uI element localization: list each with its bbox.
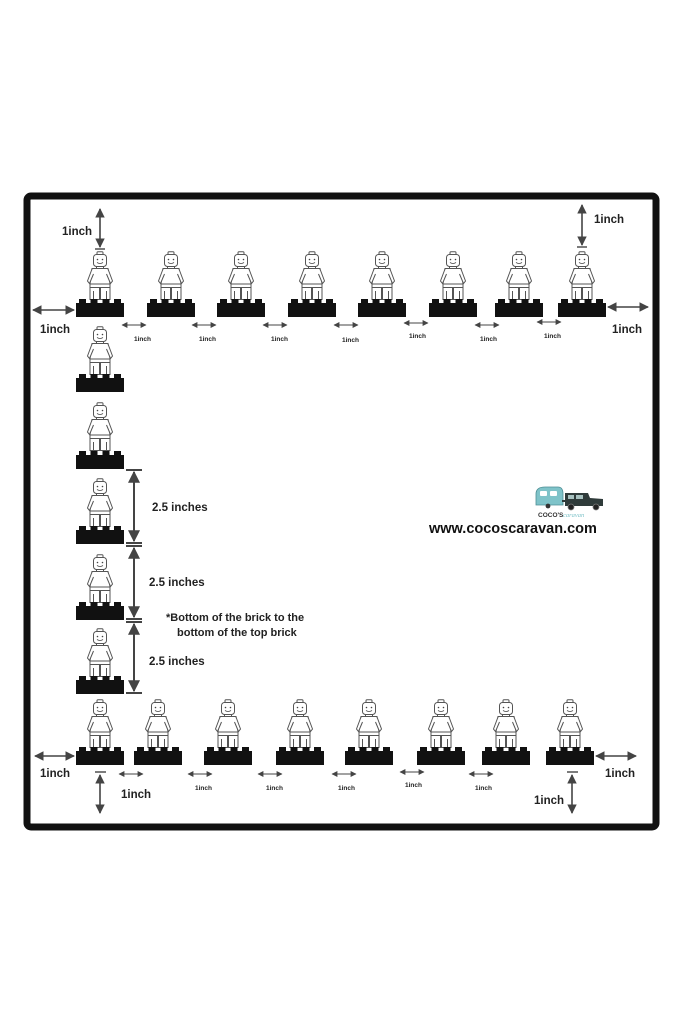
note-line-1: *Bottom of the brick to the	[166, 612, 304, 624]
minifigure	[299, 251, 325, 300]
brick	[76, 451, 124, 469]
top-gap-arrows	[121, 319, 562, 328]
brick	[134, 747, 182, 765]
label-1inch-left: 1inch	[40, 324, 70, 336]
minifigure	[87, 478, 113, 527]
label-2-5-inches: 2.5 inches	[149, 656, 205, 668]
brick	[482, 747, 530, 765]
minifigure	[87, 699, 113, 748]
minifigure	[440, 251, 466, 300]
brick	[217, 299, 265, 317]
brick	[76, 299, 124, 317]
minifigure	[506, 251, 532, 300]
logo-text: COCO'S	[538, 512, 564, 519]
minifigure	[87, 554, 113, 603]
brick	[147, 299, 195, 317]
minifigure	[87, 251, 113, 300]
brick	[76, 374, 124, 392]
gap-label: 1inch	[266, 785, 283, 792]
brick	[417, 747, 465, 765]
gap-label: 1inch	[342, 337, 359, 344]
label-1inch-top-left: 1inch	[62, 226, 92, 238]
label-1inch-bottom-right: 1inch	[605, 768, 635, 780]
logo-script: caravan	[563, 512, 584, 519]
gap-label: 1inch	[134, 336, 151, 343]
minifigure	[493, 699, 519, 748]
minifigure	[215, 699, 241, 748]
gap-label: 1inch	[544, 333, 561, 340]
minifigure	[356, 699, 382, 748]
label-1inch-bottom-right-below: 1inch	[534, 795, 564, 807]
brick	[276, 747, 324, 765]
bottom-row	[76, 699, 594, 765]
minifigure	[228, 251, 254, 300]
gap-label: 1inch	[409, 333, 426, 340]
brick	[345, 747, 393, 765]
gap-label: 1inch	[480, 336, 497, 343]
minifigure	[87, 402, 113, 451]
gap-label: 1inch	[338, 785, 355, 792]
brick	[558, 299, 606, 317]
left-column	[76, 326, 124, 694]
brick	[358, 299, 406, 317]
top-row	[76, 251, 606, 317]
brick	[546, 747, 594, 765]
minifigure	[87, 628, 113, 677]
bottom-measurements	[34, 751, 637, 814]
vertical-measurements	[126, 469, 142, 694]
brand-logo: COCO'S caravan	[535, 486, 603, 519]
brick	[76, 676, 124, 694]
label-2-5-inches: 2.5 inches	[149, 577, 205, 589]
minifigure	[287, 699, 313, 748]
gap-label: 1inch	[195, 785, 212, 792]
brick	[76, 747, 124, 765]
minifigure	[569, 251, 595, 300]
website-url: www.cocoscaravan.com	[428, 521, 597, 537]
jeep-icon	[562, 493, 603, 511]
gap-label: 1inch	[405, 782, 422, 789]
bottom-gap-arrows	[118, 769, 494, 777]
brick	[76, 526, 124, 544]
label-1inch-right: 1inch	[612, 324, 642, 336]
gap-label: 1inch	[475, 785, 492, 792]
label-1inch-top-right: 1inch	[594, 214, 624, 226]
gap-label: 1inch	[199, 336, 216, 343]
note-line-2: bottom of the top brick	[177, 627, 298, 639]
top-measurements	[32, 204, 649, 315]
label-1inch-bottom-left: 1inch	[40, 768, 70, 780]
label-2-5-inches: 2.5 inches	[152, 502, 208, 514]
brick	[429, 299, 477, 317]
minifigure	[158, 251, 184, 300]
brick	[288, 299, 336, 317]
minifigure	[557, 699, 583, 748]
brick	[495, 299, 543, 317]
minifigure	[369, 251, 395, 300]
caravan-icon	[535, 486, 564, 509]
gap-label: 1inch	[271, 336, 288, 343]
minifigure	[145, 699, 171, 748]
minifigure	[428, 699, 454, 748]
label-1inch-bottom-left-below: 1inch	[121, 789, 151, 801]
minifigure	[87, 326, 113, 375]
brick	[76, 602, 124, 620]
board-frame	[23, 192, 660, 831]
brick	[204, 747, 252, 765]
